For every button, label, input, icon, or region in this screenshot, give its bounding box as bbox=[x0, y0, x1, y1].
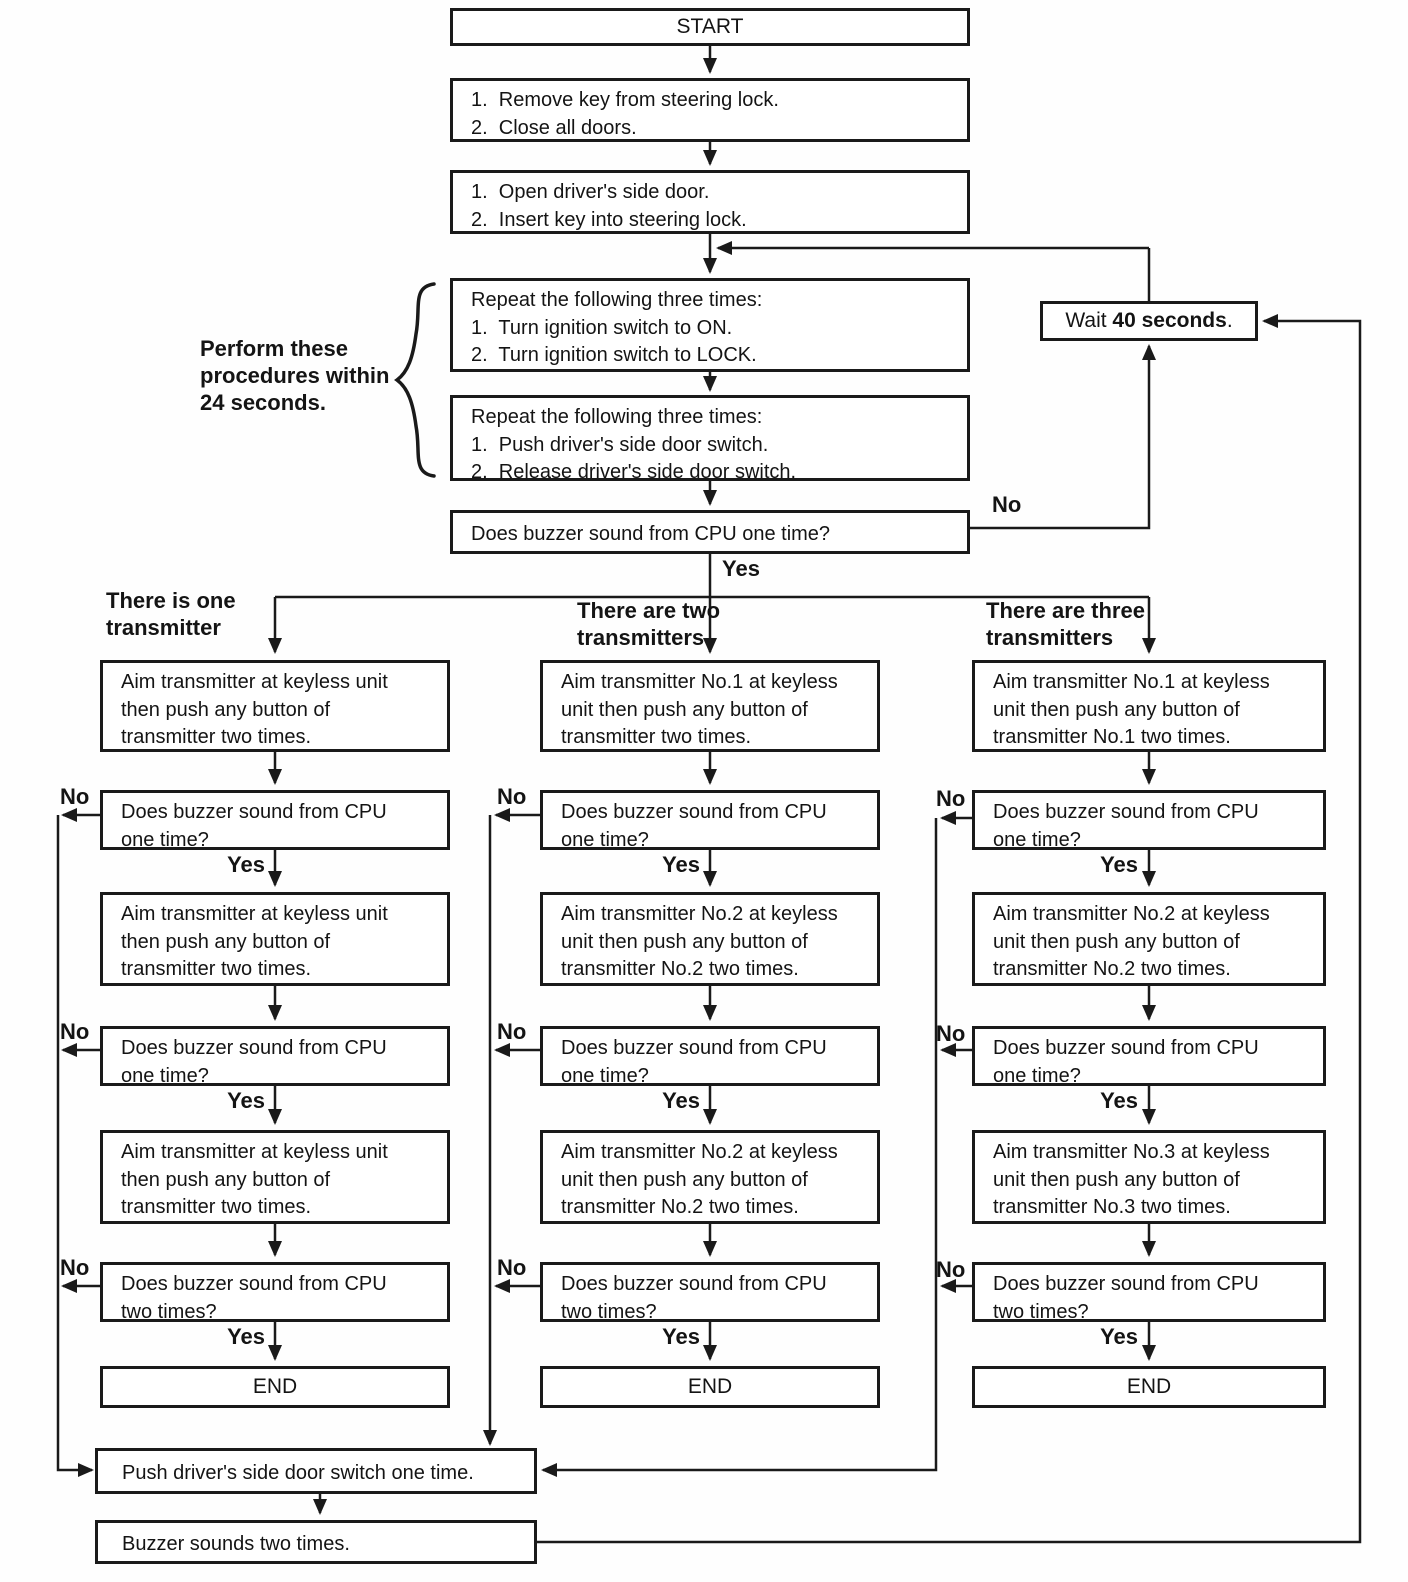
end-node: END bbox=[972, 1366, 1326, 1408]
yes-label: Yes bbox=[1100, 1324, 1138, 1349]
yes-label: Yes bbox=[662, 1088, 700, 1113]
yes-label: Yes bbox=[662, 1324, 700, 1349]
aim-box: Aim transmitter No.1 at keyless unit the… bbox=[972, 660, 1326, 752]
aim-box: Aim transmitter No.2 at keyless unit the… bbox=[540, 892, 880, 986]
decision-buzzer-once: Does buzzer sound from CPU one time? bbox=[450, 510, 970, 554]
no-label: No bbox=[60, 1019, 90, 1044]
no-label: No bbox=[936, 1257, 966, 1282]
yes-label: Yes bbox=[227, 1088, 265, 1113]
start-node: START bbox=[450, 8, 970, 46]
branch-header-one-transmitter: There is one transmitter bbox=[106, 588, 236, 640]
wait-period: . bbox=[1226, 308, 1233, 332]
branch-header-three-transmitters: There are three transmitters bbox=[986, 598, 1145, 650]
step-repeat-door-switch: Repeat the following three times: 1. Pus… bbox=[450, 395, 970, 481]
decision-box: Does buzzer sound from CPU one time? bbox=[972, 790, 1326, 850]
aim-box: Aim transmitter at keyless unit then pus… bbox=[100, 892, 450, 986]
yes-label: Yes bbox=[662, 852, 700, 877]
note-24-seconds: Perform these procedures within 24 secon… bbox=[200, 336, 390, 415]
decision-box: Does buzzer sound from CPU two times? bbox=[972, 1262, 1326, 1322]
decision-box: Does buzzer sound from CPU one time? bbox=[100, 1026, 450, 1086]
aim-box: Aim transmitter No.2 at keyless unit the… bbox=[540, 1130, 880, 1224]
yes-label: Yes bbox=[227, 852, 265, 877]
aim-box: Aim transmitter at keyless unit then pus… bbox=[100, 1130, 450, 1224]
buzzer-sounds-node: Buzzer sounds two times. bbox=[95, 1520, 537, 1564]
aim-box: Aim transmitter at keyless unit then pus… bbox=[100, 660, 450, 752]
no-label: No bbox=[992, 492, 1022, 517]
step-repeat-ignition: Repeat the following three times: 1. Tur… bbox=[450, 278, 970, 372]
no-label: No bbox=[60, 1255, 90, 1280]
yes-label: Yes bbox=[1100, 1088, 1138, 1113]
no-label: No bbox=[497, 1255, 527, 1280]
no-label: No bbox=[936, 1021, 966, 1046]
aim-box: Aim transmitter No.1 at keyless unit the… bbox=[540, 660, 880, 752]
yes-label: Yes bbox=[1100, 852, 1138, 877]
decision-box: Does buzzer sound from CPU one time? bbox=[972, 1026, 1326, 1086]
aim-box: Aim transmitter No.2 at keyless unit the… bbox=[972, 892, 1326, 986]
wait-text: Wait bbox=[1065, 308, 1113, 332]
step-open-door: 1. Open driver's side door. 2. Insert ke… bbox=[450, 170, 970, 234]
push-door-switch-node: Push driver's side door switch one time. bbox=[95, 1448, 537, 1494]
decision-box: Does buzzer sound from CPU one time? bbox=[100, 790, 450, 850]
decision-box: Does buzzer sound from CPU one time? bbox=[540, 1026, 880, 1086]
aim-box: Aim transmitter No.3 at keyless unit the… bbox=[972, 1130, 1326, 1224]
brace-24-seconds bbox=[394, 282, 436, 478]
no-label: No bbox=[497, 1019, 527, 1044]
no-label: No bbox=[60, 784, 90, 809]
wait-bold-text: 40 seconds bbox=[1112, 308, 1227, 332]
branch-header-two-transmitters: There are two transmitters bbox=[577, 598, 721, 650]
no-label: No bbox=[497, 784, 527, 809]
yes-label: Yes bbox=[227, 1324, 265, 1349]
step-remove-key: 1. Remove key from steering lock. 2. Clo… bbox=[450, 78, 970, 142]
decision-box: Does buzzer sound from CPU two times? bbox=[100, 1262, 450, 1322]
wait-40-seconds-node: Wait 40 seconds. bbox=[1040, 301, 1258, 341]
end-node: END bbox=[100, 1366, 450, 1408]
decision-box: Does buzzer sound from CPU one time? bbox=[540, 790, 880, 850]
no-label: No bbox=[936, 786, 966, 811]
end-node: END bbox=[540, 1366, 880, 1408]
yes-label: Yes bbox=[722, 556, 760, 581]
decision-box: Does buzzer sound from CPU two times? bbox=[540, 1262, 880, 1322]
